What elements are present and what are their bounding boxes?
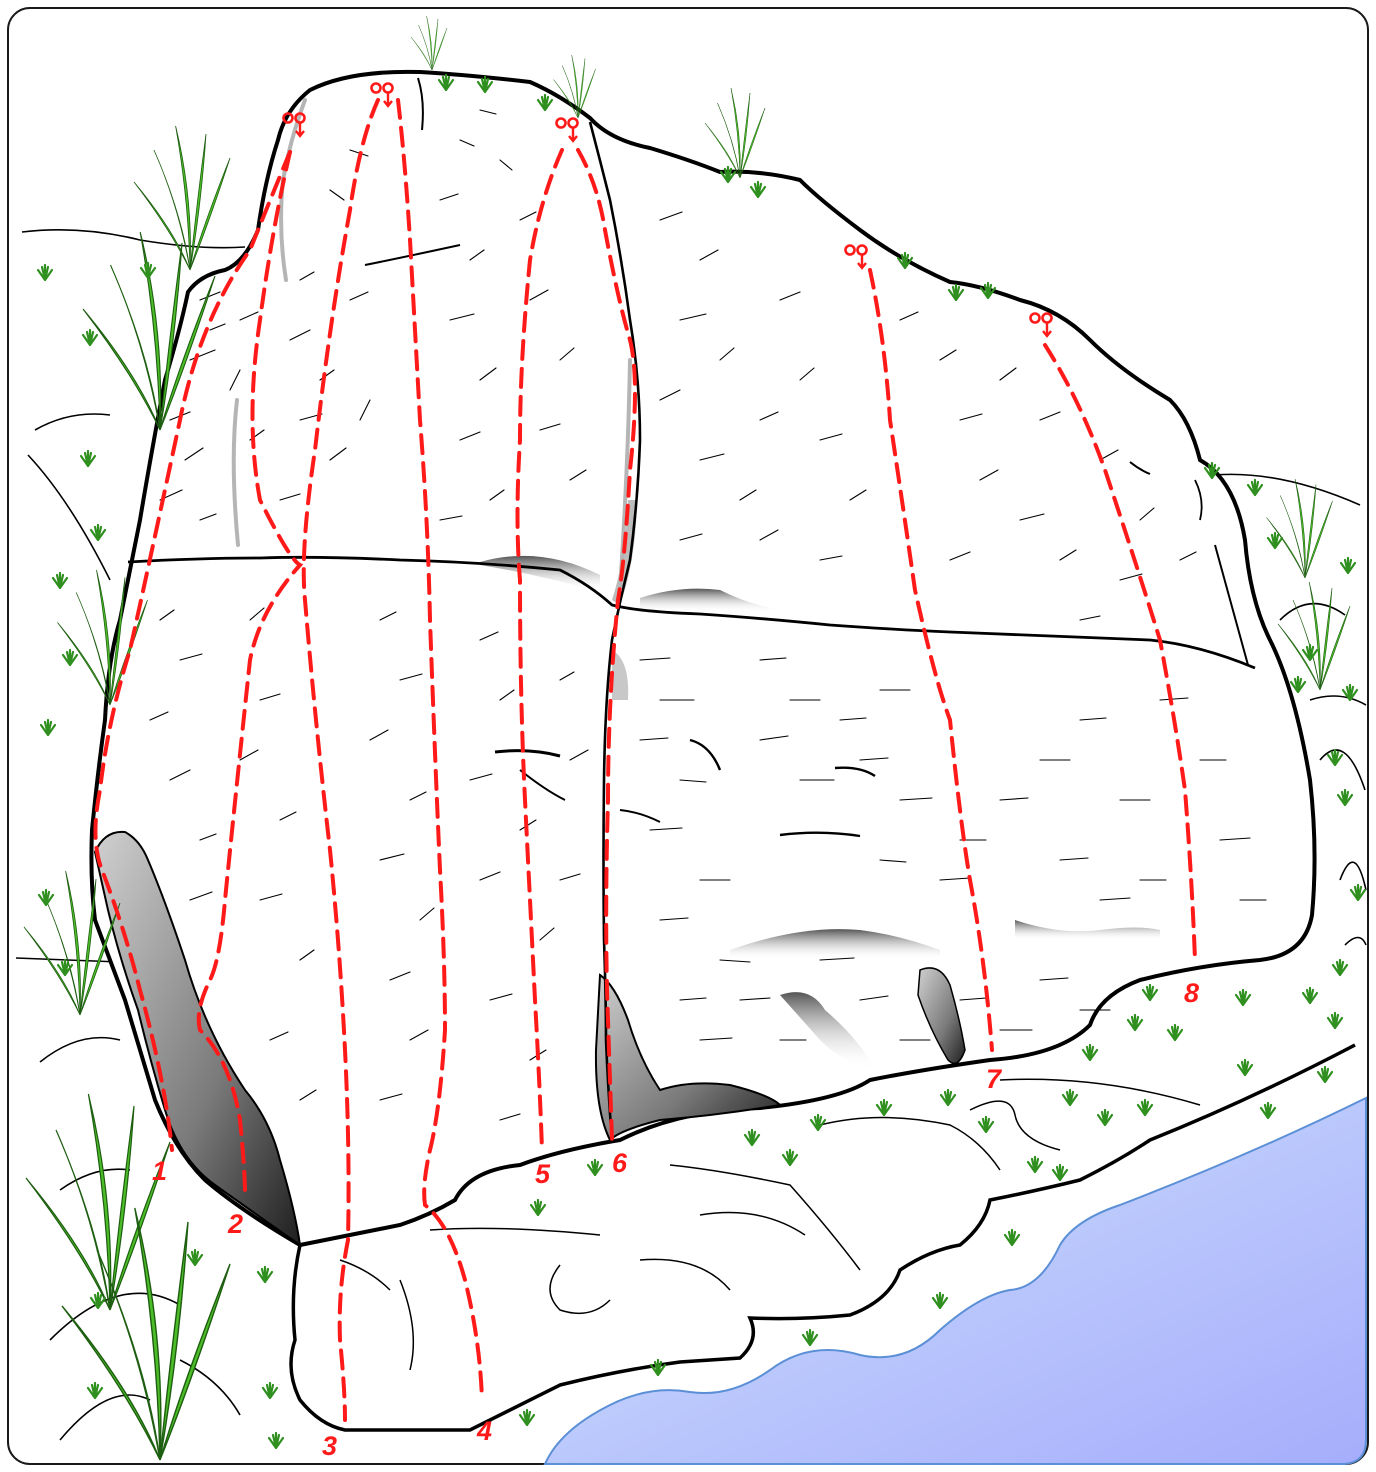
route-number-5: 5 [535, 1159, 551, 1189]
route-number-6: 6 [612, 1148, 628, 1178]
route-number-3: 3 [322, 1431, 337, 1461]
route-number-1: 1 [152, 1156, 167, 1186]
route-number-8: 8 [1184, 978, 1199, 1008]
route-number-4: 4 [476, 1416, 492, 1446]
route-number-7: 7 [986, 1064, 1003, 1094]
route-number-2: 2 [227, 1209, 243, 1239]
